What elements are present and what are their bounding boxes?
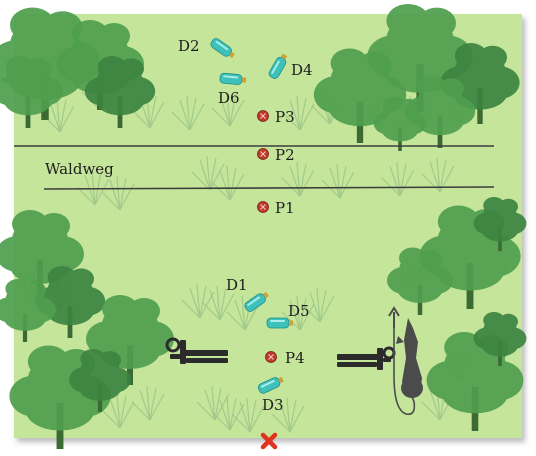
position-marker-p2: P2	[257, 146, 295, 164]
position-marker-p1: P1	[257, 199, 295, 217]
drop-label-d1: D1	[226, 276, 248, 294]
position-marker-p4: P4	[265, 349, 305, 367]
drop-label-d2: D2	[178, 37, 200, 55]
dog-icon	[388, 306, 423, 416]
drop-label-d5: D5	[288, 302, 310, 320]
position-label: P2	[275, 146, 295, 164]
path-line-bottom	[43, 186, 495, 190]
lying-handler-icon	[165, 337, 228, 364]
tree-layer	[0, 3, 527, 449]
red-cross-icon	[260, 432, 278, 450]
position-label: P3	[275, 108, 295, 126]
position-label: P1	[275, 199, 295, 217]
position-marker-p3: P3	[257, 108, 295, 126]
drop-d3	[257, 376, 284, 394]
path-label: Waldweg	[45, 160, 114, 178]
drop-label-d6: D6	[218, 89, 240, 107]
position-label: P4	[285, 349, 305, 367]
drop-d1	[244, 291, 269, 312]
dummy-bottle-icon	[266, 317, 290, 329]
drop-d4	[268, 53, 288, 79]
lying-handler-icon	[337, 346, 396, 370]
drop-d5	[266, 317, 293, 329]
dummy-bottle-icon	[219, 72, 243, 85]
drop-d6	[219, 72, 247, 85]
drop-label-d3: D3	[262, 396, 284, 414]
drop-label-d4: D4	[291, 61, 313, 79]
dummy-bottle-icon	[210, 38, 232, 57]
drop-d2	[210, 38, 235, 59]
